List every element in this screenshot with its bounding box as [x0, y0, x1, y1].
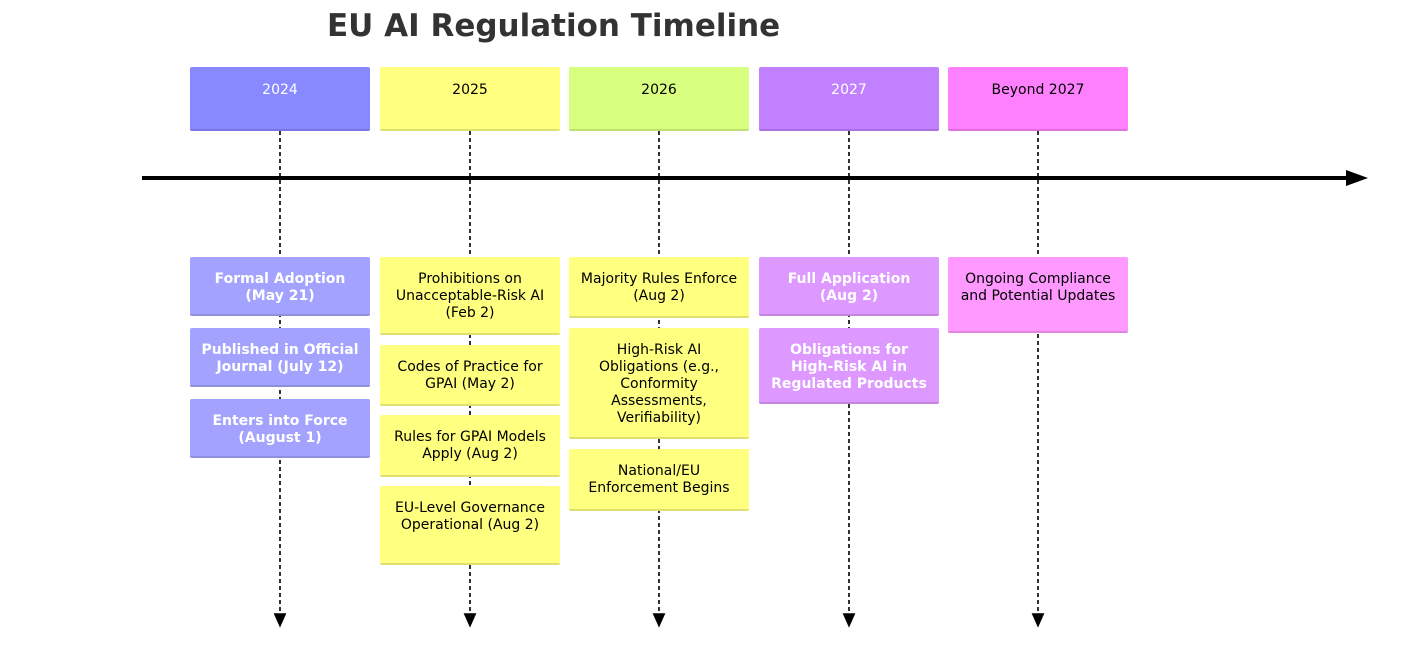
event-box: High-Risk AI Obligations (e.g., Conformi… — [569, 328, 749, 439]
diagram-title: EU AI Regulation Timeline — [327, 8, 781, 44]
event-box: Obligations for High-Risk AI in Regulate… — [759, 328, 939, 404]
event-box: Majority Rules Enforce (Aug 2) — [569, 257, 749, 318]
event-box: Prohibitions on Unacceptable-Risk AI (Fe… — [380, 257, 560, 335]
event-box: Full Application (Aug 2) — [759, 257, 939, 316]
event-box: Codes of Practice for GPAI (May 2) — [380, 345, 560, 406]
event-box: National/EU Enforcement Begins — [569, 449, 749, 511]
event-box: Published in Official Journal (July 12) — [190, 328, 370, 387]
period-header: 2026 — [569, 67, 749, 131]
event-box: Ongoing Compliance and Potential Updates — [948, 257, 1128, 333]
event-box: Enters into Force (August 1) — [190, 399, 370, 458]
period-header: 2024 — [190, 67, 370, 131]
event-box: Rules for GPAI Models Apply (Aug 2) — [380, 415, 560, 477]
period-header: 2025 — [380, 67, 560, 131]
period-header: Beyond 2027 — [948, 67, 1128, 131]
event-box: EU-Level Governance Operational (Aug 2) — [380, 486, 560, 565]
event-box: Formal Adoption (May 21) — [190, 257, 370, 316]
timeline-arrowhead — [1346, 170, 1368, 186]
period-header: 2027 — [759, 67, 939, 131]
